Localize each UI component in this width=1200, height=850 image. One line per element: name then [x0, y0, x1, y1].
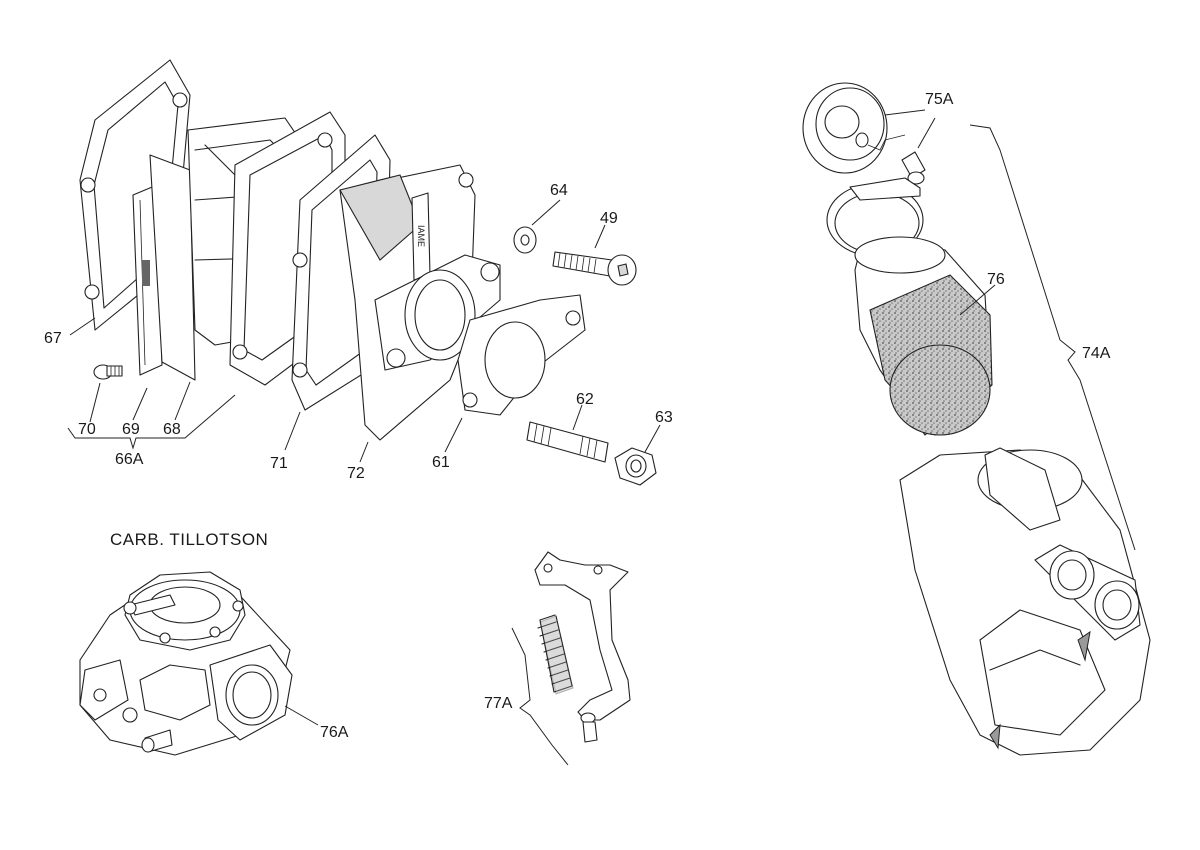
label-62: 62 — [576, 391, 594, 408]
label-69: 69 — [122, 421, 140, 438]
screw-70 — [93, 364, 123, 380]
intake-silencer — [899, 447, 1151, 756]
carburetor-tillotson — [79, 571, 293, 756]
washer-64 — [513, 226, 537, 254]
leader-lines-right — [884, 109, 1136, 551]
label-74A: 74A — [1082, 345, 1111, 362]
label-70: 70 — [78, 421, 96, 438]
label-66A: 66A — [115, 451, 144, 468]
spring-bracket-77A — [534, 551, 631, 743]
diagram-title: CARB. TILLOTSON — [110, 530, 268, 549]
filter-cap-75A — [802, 82, 906, 174]
label-49: 49 — [600, 210, 618, 227]
label-68: 68 — [163, 421, 181, 438]
label-76A: 76A — [320, 724, 349, 741]
svg-text:IAME: IAME — [416, 225, 426, 247]
label-67: 67 — [44, 330, 62, 347]
flange-gasket-61 — [457, 294, 586, 416]
intake-manifold-72: IAME — [339, 164, 501, 441]
screw-49 — [552, 251, 637, 286]
label-63: 63 — [655, 409, 673, 426]
bracket-77A-brace — [511, 627, 569, 766]
label-75A: 75A — [925, 91, 954, 108]
filter-screw — [901, 151, 926, 185]
label-64: 64 — [550, 182, 568, 199]
label-76: 76 — [987, 271, 1005, 288]
nut-63 — [614, 447, 657, 486]
foam-filter-76 — [854, 236, 993, 436]
air-filter-assembly — [802, 82, 1151, 756]
label-72: 72 — [347, 465, 365, 482]
stud-62 — [526, 421, 609, 463]
label-71: 71 — [270, 455, 288, 472]
leader-76A — [284, 705, 319, 726]
label-77A: 77A — [484, 695, 513, 712]
leader-lines-left — [67, 199, 661, 463]
spring — [537, 614, 574, 695]
reed-valve-assembly: IAME — [79, 59, 657, 486]
label-61: 61 — [432, 454, 450, 471]
reed-petals-68 — [149, 154, 196, 381]
